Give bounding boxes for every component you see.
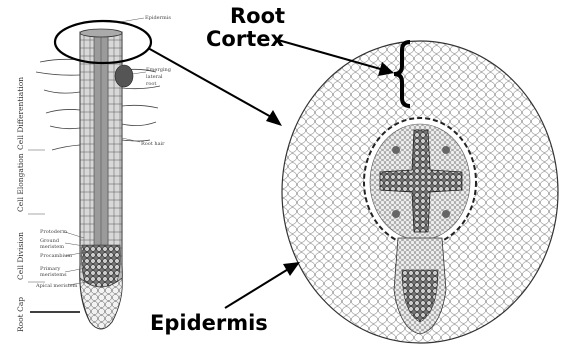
apical-meristem-region [82,245,121,288]
zone-label-root-cap: Root Cap [16,297,25,332]
label-ground-2: meristem [40,244,64,250]
root-top [80,29,122,37]
emerging-lateral-root [115,65,133,87]
label-root-hair: Root hair [141,141,165,147]
label-epidermis-small: Epidermis [145,15,171,21]
zone-label-cell-elongation: Cell Elongation [16,153,25,212]
label-protoderm: Protoderm [40,229,67,235]
callout-connector [148,48,273,118]
callout-arrowhead [266,110,282,126]
label-root-cortex-line1: Root [230,4,285,28]
label-apical-meristem: Apical meristem [35,283,78,289]
cross-section [282,41,558,343]
label-emerging-1: Emerging [146,67,172,73]
label-primary-2: meristems [40,272,67,278]
label-emerging-2: lateral [146,74,163,80]
epidermis-arrow [225,268,290,308]
label-root-cortex-line2: Cortex [206,27,284,51]
label-epidermis: Epidermis [150,311,268,335]
zone-label-cell-differentiation: Cell Differentiation [16,77,25,150]
label-procambium: Procambium [40,253,72,259]
label-emerging-3: root [146,81,156,87]
epidermis-arrowhead [283,262,300,276]
zone-label-cell-division: Cell Division [16,232,25,280]
